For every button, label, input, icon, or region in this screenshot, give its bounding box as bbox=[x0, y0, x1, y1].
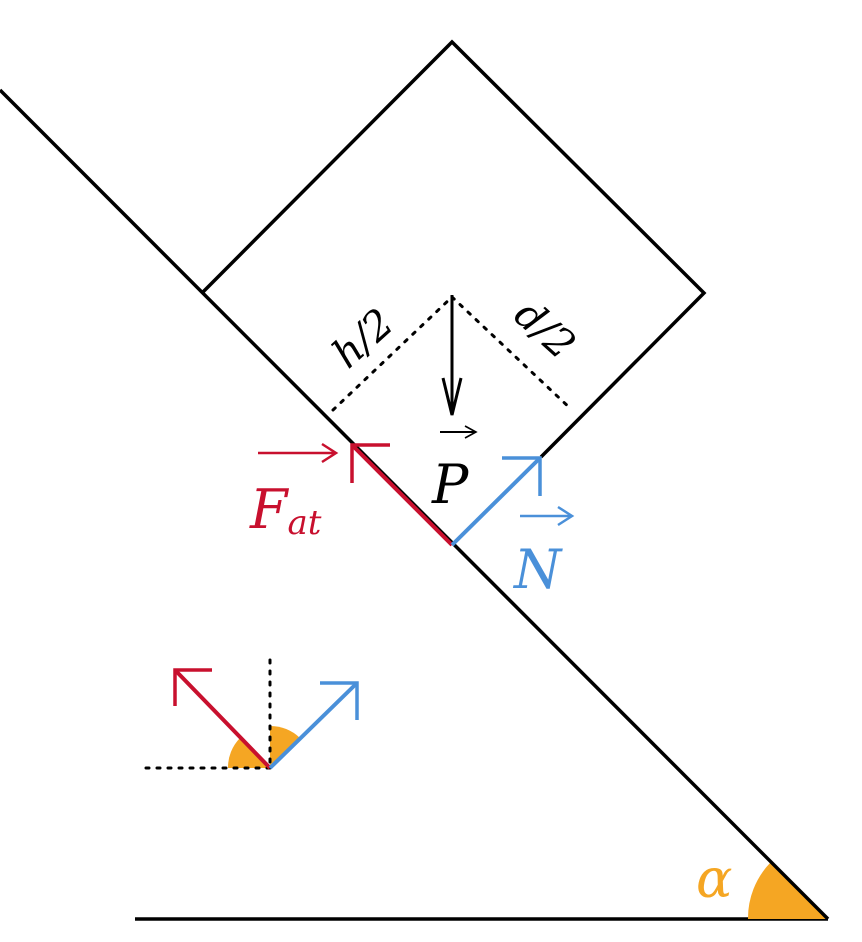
friction-vector bbox=[350, 443, 454, 547]
normal-vector-head bbox=[502, 456, 542, 496]
normal-label: N bbox=[512, 538, 563, 601]
angle-label: α bbox=[696, 847, 732, 910]
inset-friction-vector bbox=[173, 668, 272, 770]
block bbox=[200, 39, 707, 459]
inset-normal-head bbox=[320, 681, 359, 720]
weight-vector-head bbox=[441, 377, 463, 416]
half-height-label: h/2 bbox=[324, 300, 403, 377]
weight-label: P bbox=[431, 453, 470, 516]
inset-angle-wedge-right bbox=[270, 725, 300, 768]
inset-normal-vector bbox=[268, 681, 359, 770]
friction-vector-head bbox=[350, 443, 390, 483]
friction-label: Fat bbox=[249, 478, 322, 543]
normal-vector bbox=[450, 456, 542, 547]
angle-detail-inset bbox=[144, 658, 359, 770]
normal-label-arrow-head bbox=[557, 505, 575, 527]
incline-angle-wedge bbox=[747, 863, 828, 919]
inset-angle-wedge-left bbox=[227, 738, 270, 768]
inset-friction-head bbox=[173, 668, 212, 706]
friction-label-arrow-head bbox=[321, 442, 339, 464]
